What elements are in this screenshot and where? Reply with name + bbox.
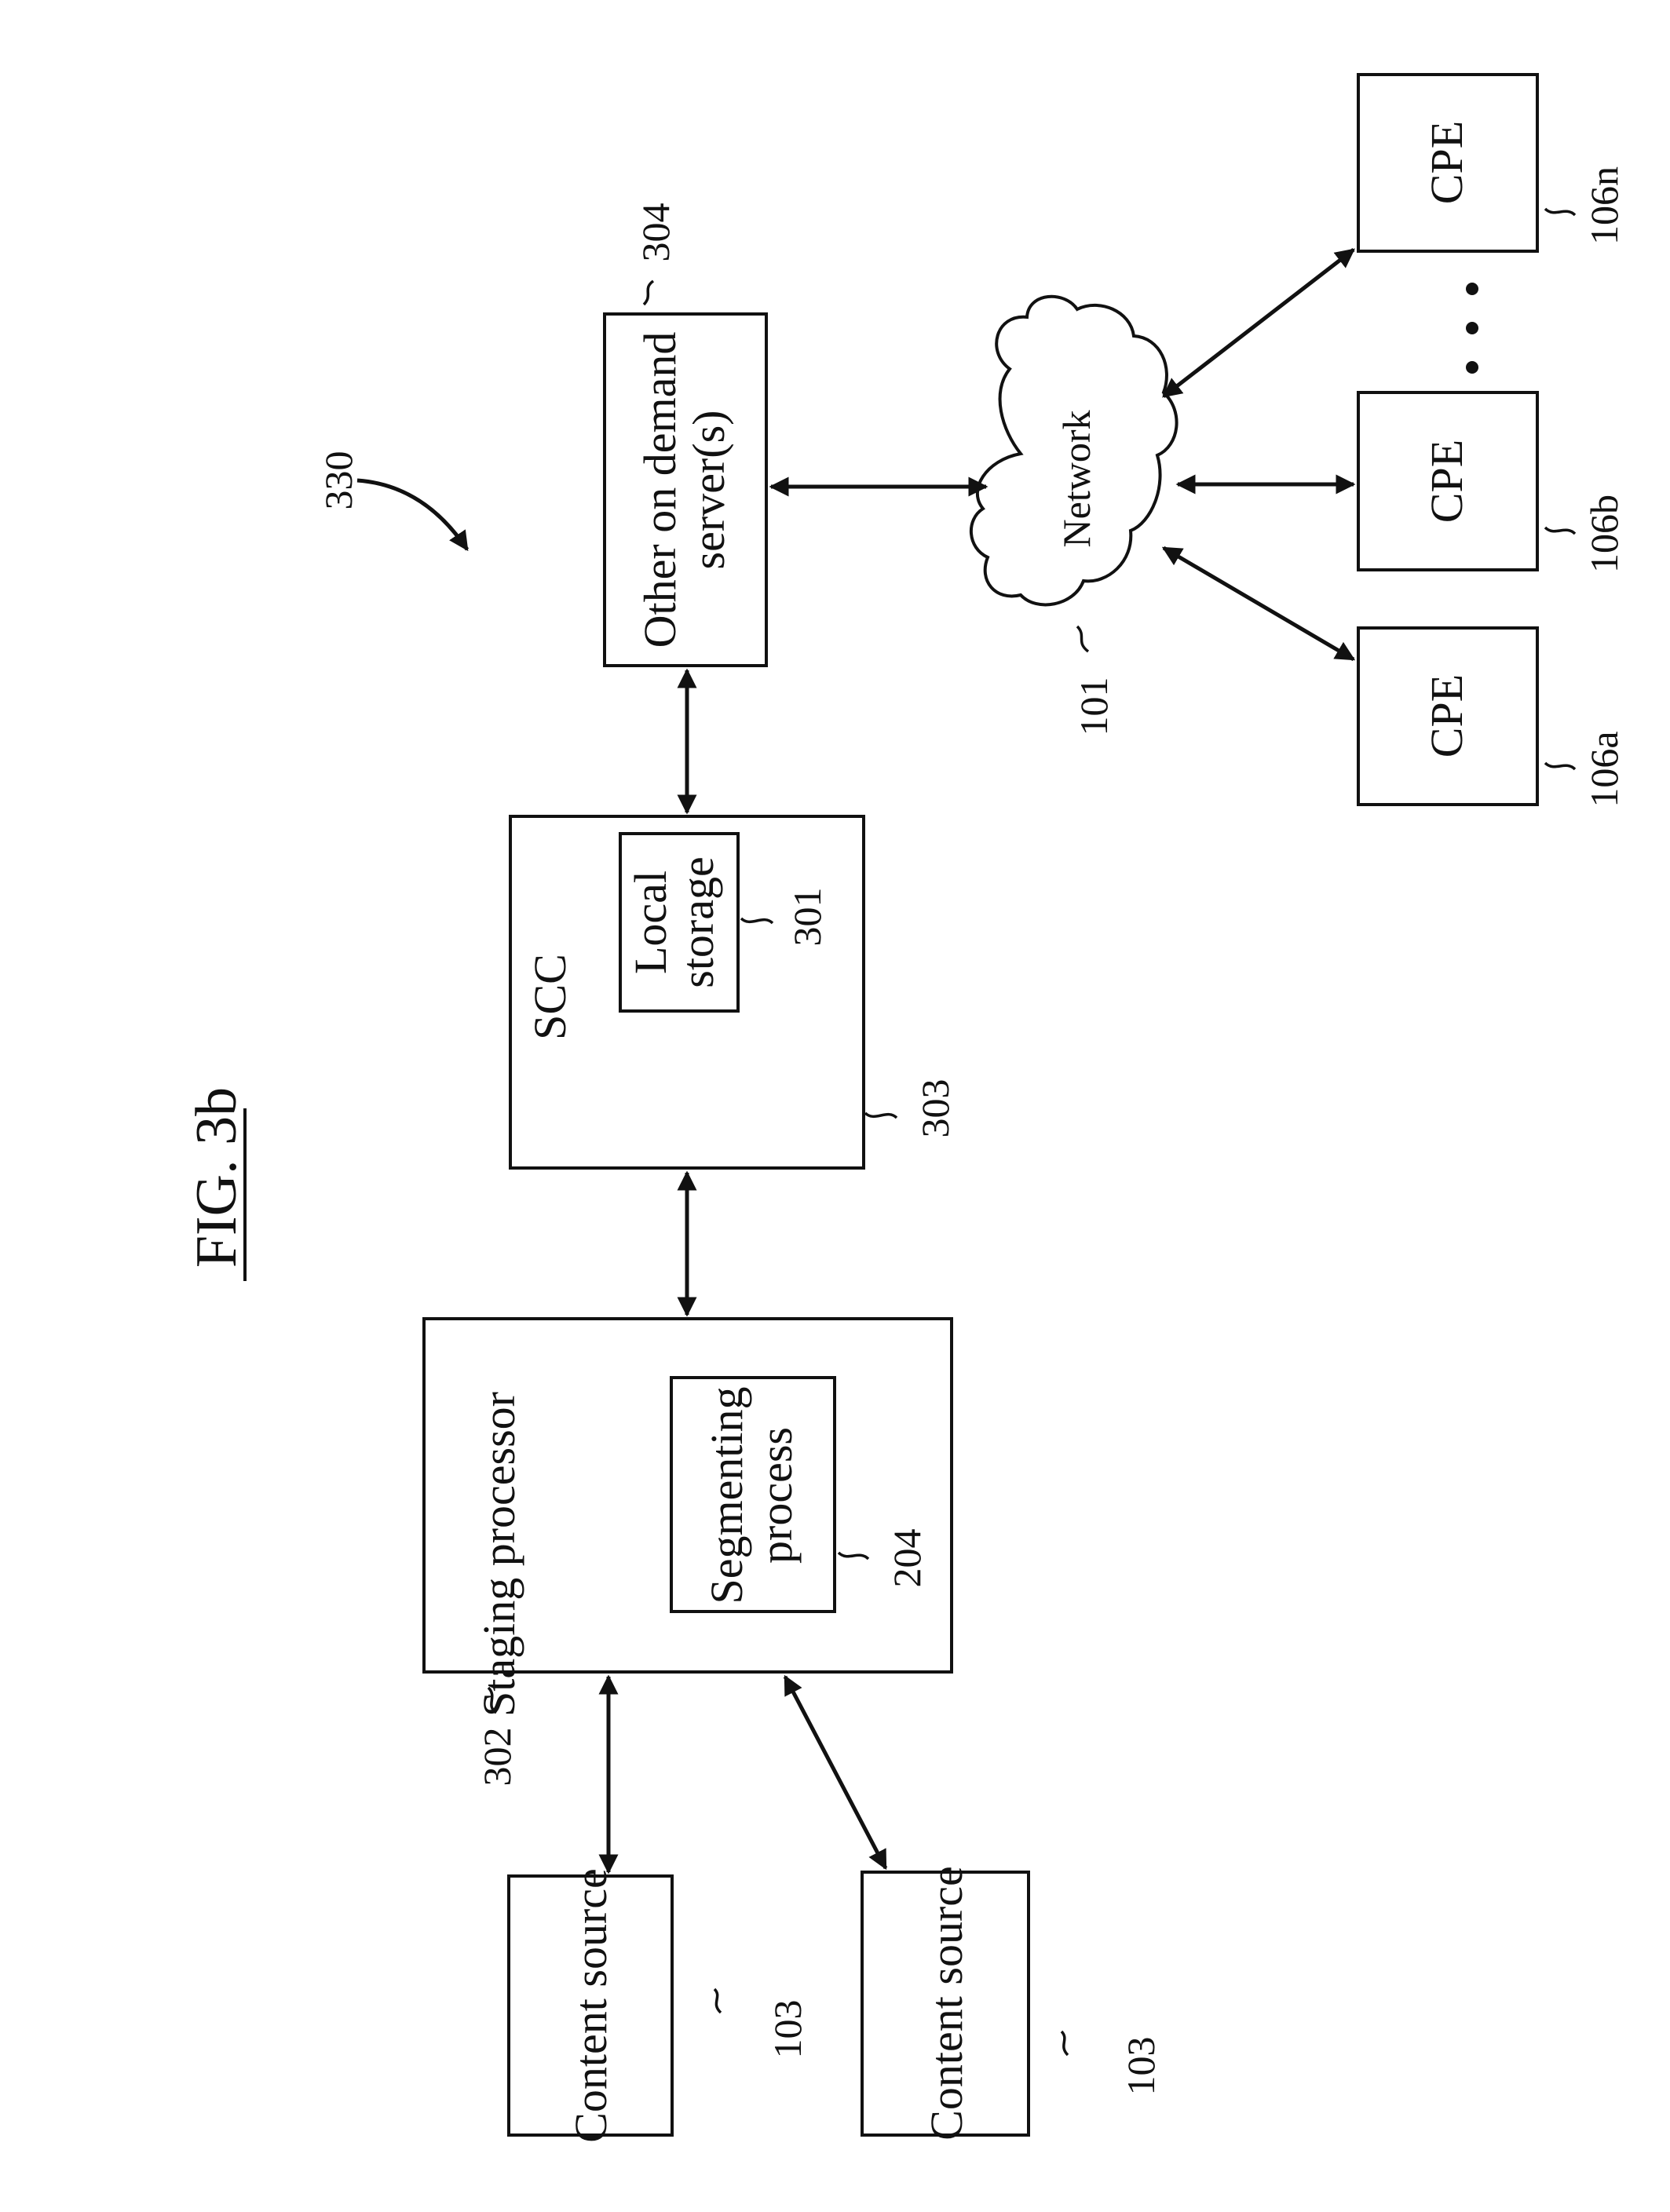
local-storage-ref-leader: [741, 918, 773, 923]
content-source-1-ref-leader: [714, 1989, 721, 2013]
content-source-2-ref-leader: [1062, 2031, 1068, 2055]
segmenting-process-ref-leader: [839, 1553, 868, 1559]
local-storage: Local storage 301: [620, 834, 829, 1011]
scc-ref: 303: [913, 1079, 957, 1138]
other-on-demand-ref: 304: [634, 203, 678, 262]
content-source-1-ref: 103: [766, 2000, 809, 2059]
cpe-a: CPE 106a: [1358, 628, 1626, 808]
network-ref-leader: [1077, 626, 1088, 652]
cpe-n-ref-leader: [1545, 209, 1575, 215]
staging-processor-ref: 302: [475, 1728, 519, 1787]
other-on-demand-ref-leader: [644, 281, 653, 305]
cpe-b: CPE 106b: [1358, 392, 1626, 573]
cpe-a-ref: 106a: [1582, 731, 1626, 807]
staging-processor: Staging processor 302: [424, 1319, 952, 1787]
other-on-demand-label-line2: server(s): [683, 411, 734, 570]
cpe-ellipsis: [1466, 283, 1478, 374]
content-source-1: Content source 103: [509, 1868, 809, 2143]
segmenting-process: Segmenting process 204: [671, 1378, 929, 1612]
cpe-b-label: CPE: [1421, 440, 1472, 523]
cpe-a-label: CPE: [1421, 674, 1472, 757]
figure-reference-text: 330: [316, 451, 360, 510]
segmenting-process-label-line2: process: [751, 1427, 802, 1564]
other-on-demand-servers: Other on demand server(s) 304: [605, 203, 766, 666]
scc-label: SCC: [524, 954, 576, 1040]
scc: SCC 303: [510, 816, 957, 1168]
network: Network 101: [971, 297, 1177, 736]
arrow-network-to-cpe-a: [1164, 548, 1354, 659]
figure-title: FIG. 3b: [185, 1087, 249, 1281]
segmenting-process-label-line1: Segmenting: [701, 1386, 752, 1604]
network-label: Network: [1054, 411, 1098, 548]
figure-reference-arrow: [357, 480, 467, 549]
staging-processor-label: Staging processor: [473, 1392, 524, 1717]
cpe-n-ref: 106n: [1582, 166, 1626, 245]
cpe-b-ref-leader: [1545, 527, 1575, 534]
cpe-n-label: CPE: [1421, 121, 1472, 204]
content-source-2-ref: 103: [1119, 2037, 1163, 2096]
network-ref: 101: [1072, 677, 1116, 736]
figure-reference: 330: [316, 451, 467, 550]
scc-ref-leader: [865, 1113, 897, 1118]
local-storage-label-line1: Local: [625, 871, 676, 974]
cpe-b-ref: 106b: [1582, 495, 1626, 573]
other-on-demand-label-line1: Other on demand: [634, 332, 685, 648]
content-source-2: Content source 103: [862, 1866, 1163, 2141]
cpe-a-ref-leader: [1545, 763, 1575, 769]
arrow-network-to-cpe-n: [1164, 250, 1354, 396]
local-storage-ref: 301: [785, 888, 829, 947]
local-storage-label-line2: storage: [672, 856, 723, 988]
arrow-content-source-2-to-staging: [785, 1677, 886, 1868]
cpe-n: CPE 106n: [1358, 75, 1626, 251]
content-source-2-label: Content source: [921, 1866, 972, 2141]
content-source-1-label: Content source: [565, 1868, 616, 2143]
figure-title-text: FIG. 3b: [185, 1087, 249, 1268]
segmenting-process-ref: 204: [885, 1529, 929, 1588]
